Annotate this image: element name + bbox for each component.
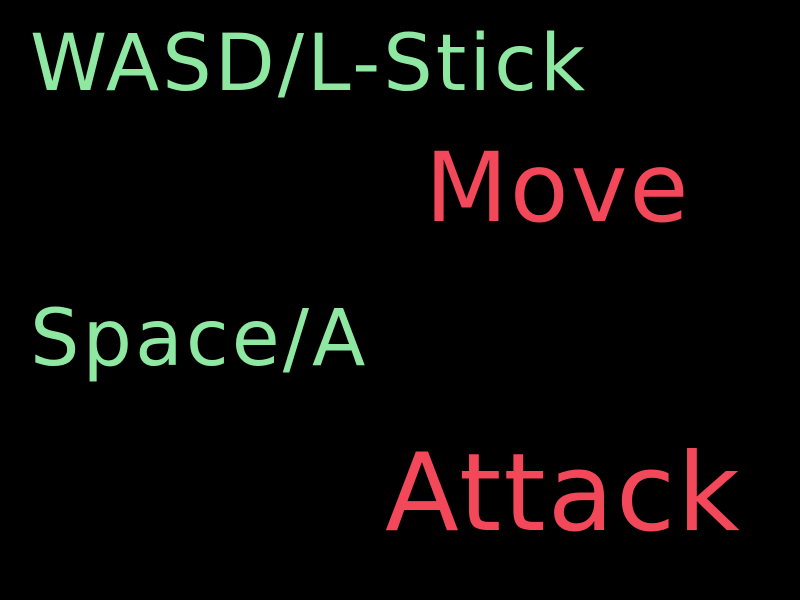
attack-keys-label: Space/A [30,294,369,384]
move-action-label: Move [425,132,691,244]
attack-action-label: Attack [385,431,742,556]
move-keys-label: WASD/L-Stick [30,19,589,109]
